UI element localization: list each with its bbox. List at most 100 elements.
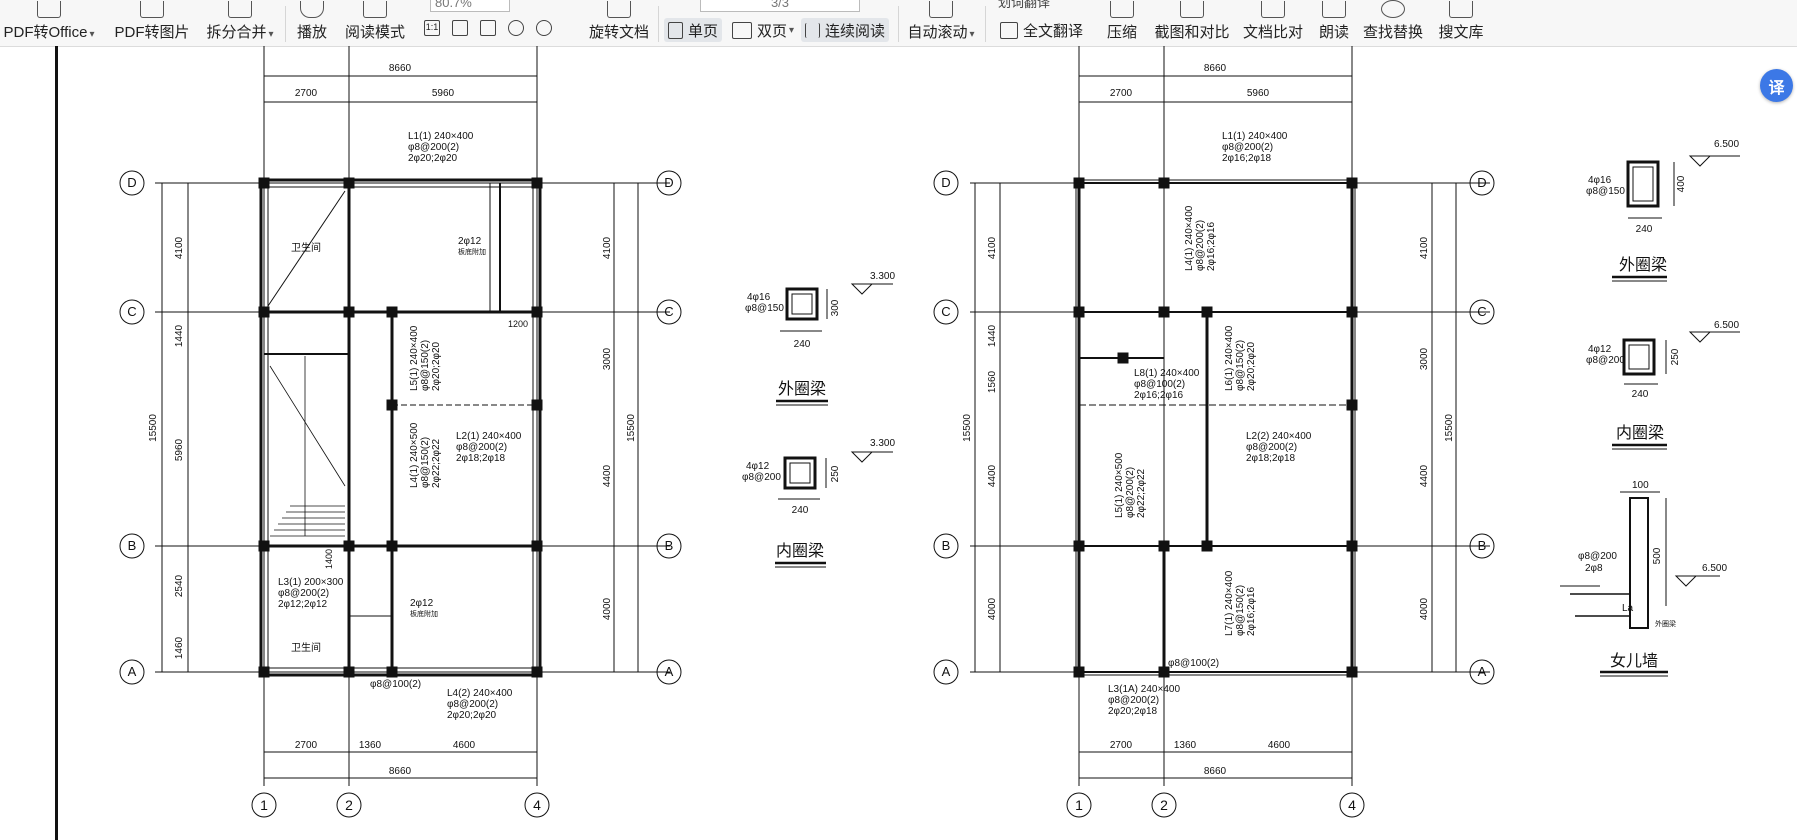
word-translate-button[interactable]: 划词翻译: [998, 0, 1051, 10]
read-aloud-icon: [1322, 1, 1346, 18]
rotate-left-icon[interactable]: [508, 20, 524, 36]
beam-label-L1: L1(1) 240×400: [408, 131, 474, 142]
section-title: 内圈梁: [1616, 424, 1664, 442]
elevation-label: 6.500: [1702, 563, 1727, 574]
doc-compare-button[interactable]: 文档比对: [1240, 0, 1306, 46]
axis-label: C: [127, 304, 136, 319]
read-aloud-button[interactable]: 朗读: [1314, 0, 1354, 46]
single-page-label: 单页: [688, 22, 719, 40]
section-outer-beam-right: [1612, 155, 1740, 282]
fit-width-icon[interactable]: [480, 20, 496, 36]
dim-text: 2700: [1110, 740, 1133, 751]
dim-text: 4600: [1268, 740, 1291, 751]
pdf-to-office-button[interactable]: PDF转Office: [2, 0, 96, 46]
pdf-to-image-button[interactable]: PDF转图片: [112, 0, 192, 46]
dim-text: 4000: [987, 597, 998, 620]
page-number-input[interactable]: 3/3: [700, 0, 860, 12]
axis-label: A: [665, 664, 674, 679]
search-library-button[interactable]: 搜文库: [1434, 0, 1488, 46]
section-parapet-text: 100 φ8@200 2φ8 500 6.500 La 外圈梁 女儿墙: [1578, 480, 1727, 670]
dim-text: 1460: [174, 636, 185, 659]
room-label: 卫生间: [291, 641, 321, 654]
section-stirrup-label: φ8@200: [742, 472, 781, 483]
beam-label-L5: L5(1) 240×500: [1114, 452, 1125, 518]
translate-float-button[interactable]: 译: [1760, 69, 1793, 102]
screenshot-compare-button[interactable]: 截图和对比: [1150, 0, 1234, 46]
fit-page-icon[interactable]: [452, 20, 468, 36]
stair: [269, 356, 346, 537]
rotate-document-button[interactable]: 旋转文档: [586, 0, 652, 46]
axis-label: 2: [345, 797, 353, 813]
dim-text: 1200: [508, 319, 528, 329]
parapet-rebar-label: φ8@200: [1578, 551, 1617, 562]
dim-text: 4000: [602, 597, 613, 620]
axis-bubble-4: [524, 792, 550, 818]
play-button[interactable]: 播放: [292, 0, 332, 46]
beam-label-L2: 2φ18;2φ18: [456, 453, 506, 464]
toolbar-separator: [985, 6, 986, 42]
axis-label: 2: [1160, 797, 1168, 813]
double-page-button[interactable]: 双页▾: [728, 18, 798, 42]
single-page-icon: [668, 21, 683, 39]
dim-text: 15500: [1444, 414, 1455, 442]
rebar-note: 2φ12: [410, 598, 434, 609]
full-translate-label: 全文翻译: [1023, 22, 1084, 40]
dim-text: 4100: [1419, 236, 1430, 259]
beam-label-L8: 2φ16;2φ16: [1134, 390, 1184, 401]
split-merge-label: 拆分合并: [206, 21, 273, 42]
dim-text: 4400: [1419, 464, 1430, 487]
view-tools: 1:1: [424, 20, 552, 36]
dim-text: 15500: [962, 414, 973, 442]
play-icon: [300, 1, 324, 18]
axis-bubble-d-right: [656, 170, 682, 196]
section-height-label: 400: [1676, 175, 1687, 192]
compress-label: 压缩: [1106, 24, 1137, 41]
axis-label: 1: [1075, 797, 1083, 813]
rotate-right-icon[interactable]: [536, 20, 552, 36]
section-title: 外圈梁: [778, 380, 826, 398]
beam-label-L5: L5(1) 240×400: [409, 325, 420, 391]
dim-text: 8660: [389, 766, 412, 777]
dim-text: 4100: [174, 236, 185, 259]
parapet-height-label: 500: [1652, 547, 1663, 564]
double-page-icon: [732, 21, 752, 39]
section-inner-beam-right-text: 4φ12 φ8@200 250 240 6.500 内圈梁: [1586, 320, 1739, 442]
search-icon: [1381, 0, 1405, 18]
dim-text: 1400: [324, 549, 334, 569]
beam-label-L4: L4(1) 240×400: [1184, 205, 1195, 271]
axis-label: C: [941, 304, 950, 319]
read-mode-button[interactable]: 阅读模式: [342, 0, 408, 46]
continuous-read-button[interactable]: 连续阅读: [801, 18, 890, 42]
axis-bubble-d-left: [119, 170, 145, 196]
zoom-input[interactable]: 80.7%: [430, 0, 510, 12]
beam-label-L1: 2φ16;2φ18: [1222, 153, 1272, 164]
section-title: 外圈梁: [1619, 256, 1667, 274]
doc-compare-label: 文档比对: [1242, 24, 1303, 41]
beam-label-L6: 2φ20;2φ20: [1246, 341, 1257, 391]
rotate-doc-icon: [607, 1, 631, 18]
dim-text: 15500: [626, 414, 637, 442]
rebar-note: 板底附加: [410, 609, 438, 618]
axis-label: 4: [533, 797, 541, 813]
split-merge-button[interactable]: 拆分合并: [204, 0, 276, 46]
auto-scroll-button[interactable]: 自动滚动: [906, 0, 976, 46]
beam-label-L4: L4(1) 240×500: [409, 422, 420, 488]
beam-label-L3: L3(1) 200×300: [278, 577, 344, 588]
beam-label-L1: φ8@200(2): [408, 142, 459, 153]
beam-label-L5: φ8@150(2): [420, 340, 431, 391]
beam-label-L3: φ8@200(2): [278, 588, 329, 599]
find-replace-button[interactable]: 查找替换: [1360, 0, 1426, 46]
dim-text: 4600: [453, 740, 476, 751]
actual-size-icon[interactable]: 1:1: [424, 20, 440, 36]
section-width-label: 240: [1636, 224, 1653, 235]
toolbar-separator: [898, 6, 899, 42]
pdf-to-office-label: PDF转Office: [4, 21, 95, 42]
single-page-button[interactable]: 单页: [664, 18, 723, 42]
dim-text: 8660: [1204, 63, 1227, 74]
compress-button[interactable]: 压缩: [1102, 0, 1142, 46]
compress-icon: [1110, 1, 1134, 18]
book-icon: [363, 1, 387, 18]
beam-label-L4b: φ8@200(2): [447, 699, 498, 710]
full-translate-button[interactable]: 全文翻译: [996, 18, 1087, 42]
ribbon-toolbar: PDF转Office PDF转图片 拆分合并 播放 阅读模式 80.7% 1:1…: [0, 0, 1797, 47]
